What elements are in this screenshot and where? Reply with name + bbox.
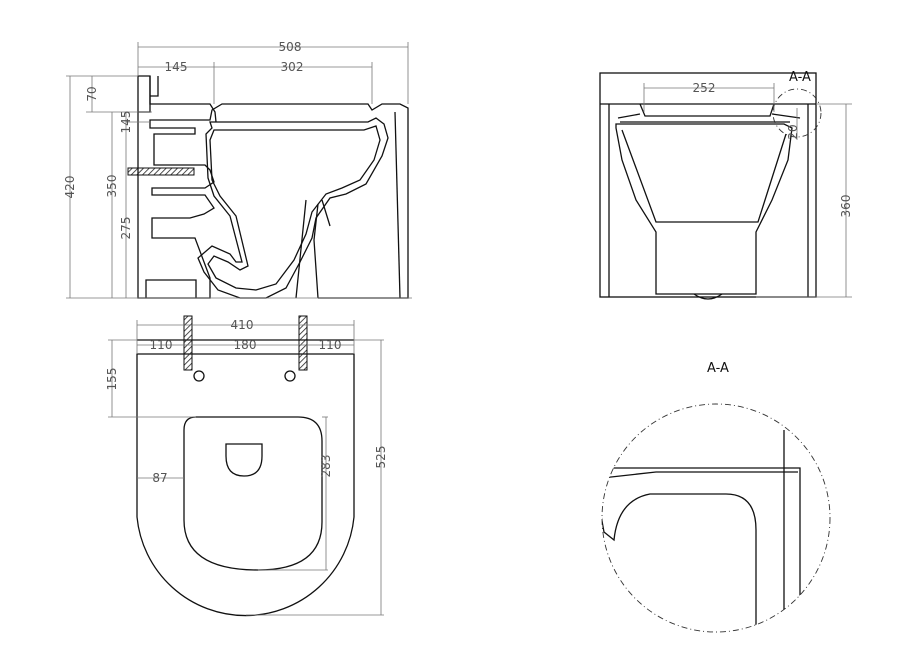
- seat-opening: [183, 416, 323, 571]
- fixing-rod-left: [183, 315, 193, 371]
- detail-view: A-A: [601, 361, 831, 633]
- dim-rim-offset: 145: [119, 111, 133, 134]
- detail-circle: [601, 403, 831, 633]
- dim-right-span: 110: [319, 338, 342, 352]
- front-view: A-A 252 360 20: [599, 70, 853, 300]
- rim-detail-profile: [602, 493, 757, 632]
- side-view: 508 145 302 70 420 350 275 145: [63, 40, 412, 299]
- dim-top-offset: 70: [85, 86, 99, 101]
- dim-height-total: 420: [63, 176, 77, 199]
- plan-view: 410 110 180 110 155 87 283 525: [105, 315, 388, 617]
- dim-seat-length: 283: [319, 455, 333, 478]
- dim-overall-width: 410: [231, 318, 254, 332]
- dim-fixing-depth: 155: [105, 368, 119, 391]
- dim-seat-offset: 87: [152, 471, 167, 485]
- section-circle-marker: [772, 88, 822, 138]
- dim-center-span: 180: [234, 338, 257, 352]
- dim-front-height: 360: [839, 195, 853, 218]
- bowl-front-profile: [615, 123, 793, 295]
- dim-rim-thickness: 20: [786, 124, 800, 139]
- drain-outlet: [225, 443, 263, 477]
- dim-overall-length: 525: [374, 446, 388, 469]
- dim-opening: 302: [281, 60, 304, 74]
- fixing-hole-right: [284, 370, 296, 382]
- wall-bracket: [137, 75, 151, 113]
- fixing-hole-left: [193, 370, 205, 382]
- drain-pipe-hatch: [127, 167, 195, 176]
- section-marker-label: A-A: [789, 70, 811, 85]
- detail-title: A-A: [707, 361, 729, 376]
- bowl-outer-profile: [137, 103, 409, 299]
- bowl-inner-curve: [197, 117, 389, 299]
- dim-overall-depth: 508: [279, 40, 302, 54]
- dim-height-low: 275: [119, 217, 133, 240]
- dim-height-mid: 350: [105, 175, 119, 198]
- dim-left-span: 110: [150, 338, 173, 352]
- fixing-rod-right: [298, 315, 308, 371]
- dim-rear-offset: 145: [165, 60, 188, 74]
- dim-bowl-width: 252: [693, 81, 716, 95]
- wall-frame: [599, 72, 817, 298]
- pan-outline: [136, 353, 355, 617]
